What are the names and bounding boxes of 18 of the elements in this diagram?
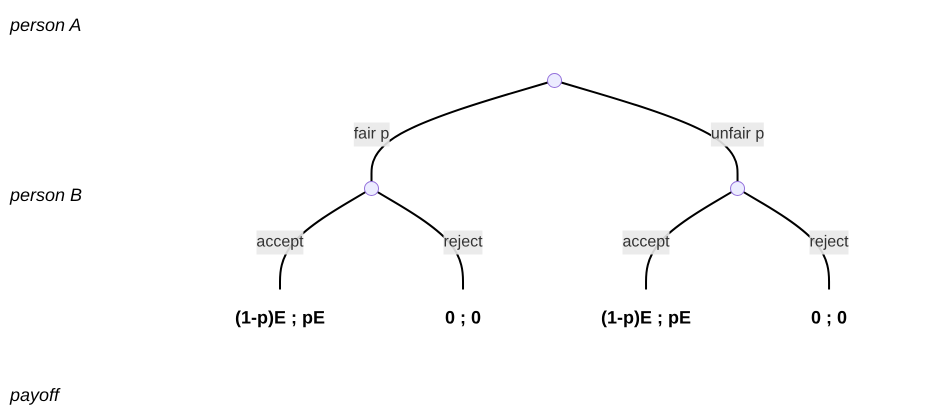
edge-label: reject bbox=[809, 234, 849, 250]
connector bbox=[560, 82, 738, 182]
row-label: person B bbox=[10, 185, 82, 206]
row-label: person A bbox=[10, 15, 82, 36]
node-circle bbox=[547, 73, 562, 88]
connector bbox=[370, 82, 548, 182]
node-text: 0 ; 0 bbox=[444, 308, 481, 328]
node-text: (1-p)E ; pE bbox=[234, 308, 325, 328]
node-circle bbox=[730, 181, 745, 196]
node-circle bbox=[364, 181, 379, 196]
edge-label: accept bbox=[622, 234, 670, 250]
node-text: 0 ; 0 bbox=[811, 308, 848, 328]
row-label: payoff bbox=[10, 385, 60, 406]
edge-label: fair p bbox=[354, 126, 390, 142]
node-text: (1-p)E ; pE bbox=[601, 308, 691, 328]
edge-label: reject bbox=[443, 234, 483, 250]
edge-label: accept bbox=[256, 234, 304, 250]
edge-label: unfair p bbox=[710, 126, 764, 142]
